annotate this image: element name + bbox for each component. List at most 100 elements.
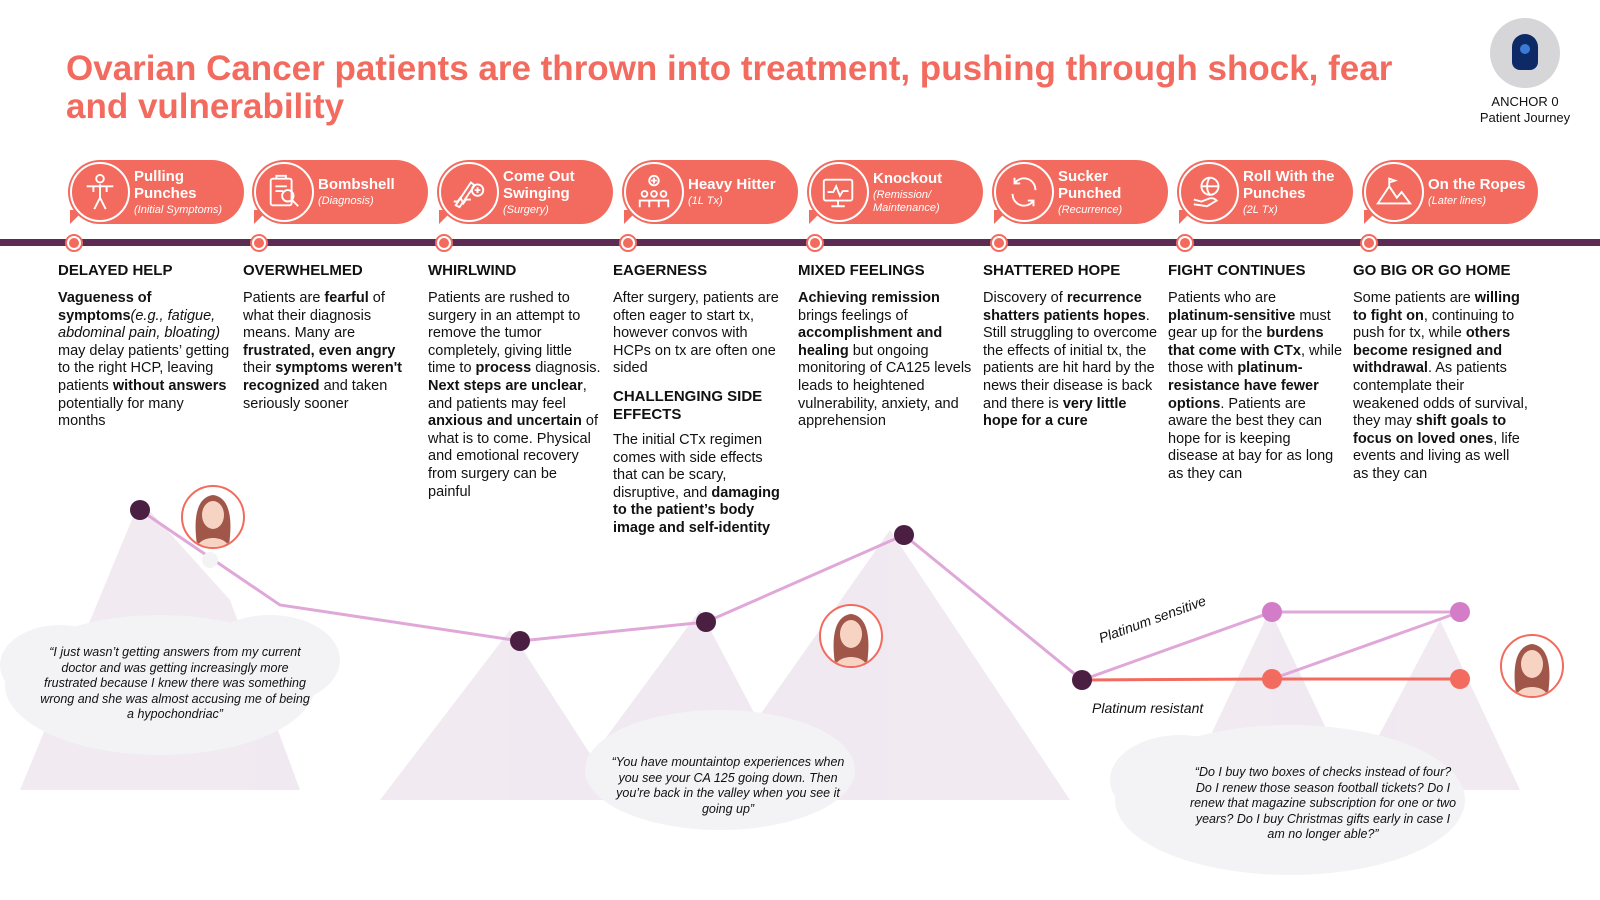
stage-sub: (Surgery) (503, 203, 549, 216)
body-text: potentially for many months (58, 395, 184, 430)
body-text: of what their diagnosis means. Many are (243, 290, 385, 342)
stage-pill-recurrence: Sucker Punched(Recurrence) (992, 160, 1168, 224)
emphasis-text: anxious and uncertain (428, 413, 582, 430)
stage-name: On the Ropes (1428, 176, 1526, 193)
body-text: and taken seriously sooner (243, 377, 388, 412)
emphasis-text: damaging to the patient’s body image and… (613, 484, 780, 536)
emphasis-text: process (475, 360, 532, 377)
stage-sub: (Initial Symptoms) (134, 203, 223, 216)
monitor-chart-icon (809, 162, 869, 222)
emphasis-text: Vagueness of symptoms (58, 290, 152, 324)
body-text: of what is to come. Physical and emotion… (428, 413, 599, 500)
emphasis-text: very little hope for a cure (983, 395, 1127, 430)
column-heading: EAGERNESS (613, 262, 708, 279)
body-text: After surgery, patients are often eager … (613, 290, 779, 377)
stage-pill-1l-tx: Heavy Hitter (1L Tx) (622, 160, 798, 224)
anchor-badge: ANCHOR 0 Patient Journey (1462, 18, 1588, 126)
clipboard-magnifier-icon (254, 162, 314, 222)
anchor-logo-icon (1490, 18, 1560, 88)
emphasis-text: others become resigned and withdrawal (1353, 325, 1511, 377)
patient-quote: “You have mountaintop experiences when y… (611, 755, 845, 816)
body-text: brings feelings of (798, 307, 908, 324)
page-title: Ovarian Cancer patients are thrown into … (66, 49, 1393, 126)
body-text: their (243, 360, 276, 377)
body-text: , life events and living as well as they… (1353, 430, 1520, 482)
stage-name: Sucker Punched (1058, 167, 1122, 202)
stage-sub: (2L Tx) (1243, 203, 1278, 216)
journey-nodes (130, 500, 1470, 690)
column-heading: MIXED FEELINGS (798, 262, 925, 279)
stage-sub: (Recurrence) (1058, 203, 1123, 216)
body-text: Patients who are (1168, 290, 1277, 306)
emphasis-text: willing to fight on (1353, 290, 1520, 324)
emphasis-text: Achieving remission (798, 290, 940, 306)
emphasis-text: recurrence shatters patients hopes (983, 290, 1146, 324)
cloud-shapes (0, 615, 1465, 875)
patient-quote: “I just wasn’t getting answers from my c… (40, 645, 310, 722)
stage-name: Heavy Hitter (688, 176, 776, 193)
column-heading: GO BIG OR GO HOME (1353, 262, 1511, 279)
stage-pill-initial-symptoms: Pulling Punches(Initial Symptoms) (68, 160, 244, 224)
column-subheading: CHALLENGING SIDE EFFECTS (613, 387, 763, 423)
emphasis-text: burdens that come with CTx (1168, 325, 1324, 359)
stage-pill-remission: Knockout(Remission/ Maintenance) (807, 160, 983, 224)
timeline-node (990, 234, 1008, 252)
emphasis-text: symptoms weren't recognized (243, 360, 402, 394)
emphasis-text: frustrated, even angry (243, 342, 396, 359)
anchor-label: ANCHOR 0 (1491, 94, 1559, 109)
stage-description-2l-tx: FIGHT CONTINUES Patients who are platinu… (1168, 262, 1343, 484)
body-text: . As patients contemplate their weakened… (1353, 360, 1528, 430)
emphasis-text: platinum-resistance have fewer options (1168, 360, 1319, 412)
stage-sub: (1L Tx) (688, 195, 723, 207)
emphasis-text: Next steps are unclear (428, 377, 583, 394)
body-text: . Patients are aware the best they can h… (1168, 395, 1334, 482)
timeline-node (1176, 234, 1194, 252)
stage-name: Come Out Swinging (503, 167, 575, 202)
timeline-node (1360, 234, 1378, 252)
body-text: , continuing to push for tx, while (1353, 307, 1515, 342)
emphasis-text: shift goals to focus on loved ones (1353, 413, 1507, 447)
stage-pill-later-lines: On the Ropes(Later lines) (1362, 160, 1538, 224)
example-text: (e.g., fatigue, abdominal pain, bloating… (58, 307, 221, 342)
body-text: . Still struggling to overcome the effec… (983, 307, 1158, 412)
body-text: Patients are (243, 290, 325, 306)
stage-description-1l-tx: EAGERNESS After surgery, patients are of… (613, 262, 788, 538)
stage-name: Bombshell (318, 176, 395, 193)
patient-avatar (819, 604, 883, 668)
stage-description-recurrence: SHATTERED HOPE Discovery of recurrence s… (983, 262, 1158, 431)
timeline-node (250, 234, 268, 252)
body-text: Patients are rushed to surgery in an att… (428, 290, 581, 377)
column-heading: OVERWHELMED (243, 262, 363, 279)
group-medical-icon (624, 162, 684, 222)
timeline-node (435, 234, 453, 252)
mountains-icon (1364, 162, 1424, 222)
timeline-node (65, 234, 83, 252)
person-body-icon (70, 162, 130, 222)
stage-description-initial-symptoms: DELAYED HELP Vagueness of symptoms(e.g.,… (58, 262, 233, 431)
body-text: may delay patients’ getting to the right… (58, 342, 230, 394)
body-text: diagnosis. (531, 360, 601, 377)
body-text: Discovery of (983, 290, 1067, 306)
platinum-resistant-label: Platinum resistant (1092, 700, 1204, 716)
patient-avatar (1500, 634, 1564, 698)
stage-description-surgery: WHIRLWIND Patients are rushed to surgery… (428, 262, 603, 501)
emotional-journey-graphic (0, 500, 1520, 875)
stage-name: Knockout (873, 169, 943, 187)
anchor-sublabel: Patient Journey (1479, 110, 1571, 125)
stage-name: Pulling Punches (134, 167, 197, 202)
stage-sub: (Diagnosis) (318, 195, 374, 207)
body-text: , while those with (1168, 342, 1343, 377)
stage-pill-2l-tx: Roll With the Punches(2L Tx) (1177, 160, 1353, 224)
column-heading: WHIRLWIND (428, 262, 517, 279)
patient-quote: “Do I buy two boxes of checks instead of… (1189, 765, 1457, 842)
column-heading: SHATTERED HOPE (983, 262, 1121, 279)
emphasis-text: accomplishment and healing (798, 325, 943, 359)
stage-description-diagnosis: OVERWHELMED Patients are fearful of what… (243, 262, 418, 413)
stage-pill-diagnosis: Bombshell (Diagnosis) (252, 160, 428, 224)
stage-sub: (Remission/ Maintenance) (873, 188, 940, 214)
timeline-bar (0, 239, 1600, 246)
scalpel-icon (439, 162, 499, 222)
body-text: The initial CTx regimen comes with side … (613, 431, 763, 501)
column-heading: FIGHT CONTINUES (1168, 262, 1306, 279)
stage-description-remission: MIXED FEELINGS Achieving remission bring… (798, 262, 973, 431)
